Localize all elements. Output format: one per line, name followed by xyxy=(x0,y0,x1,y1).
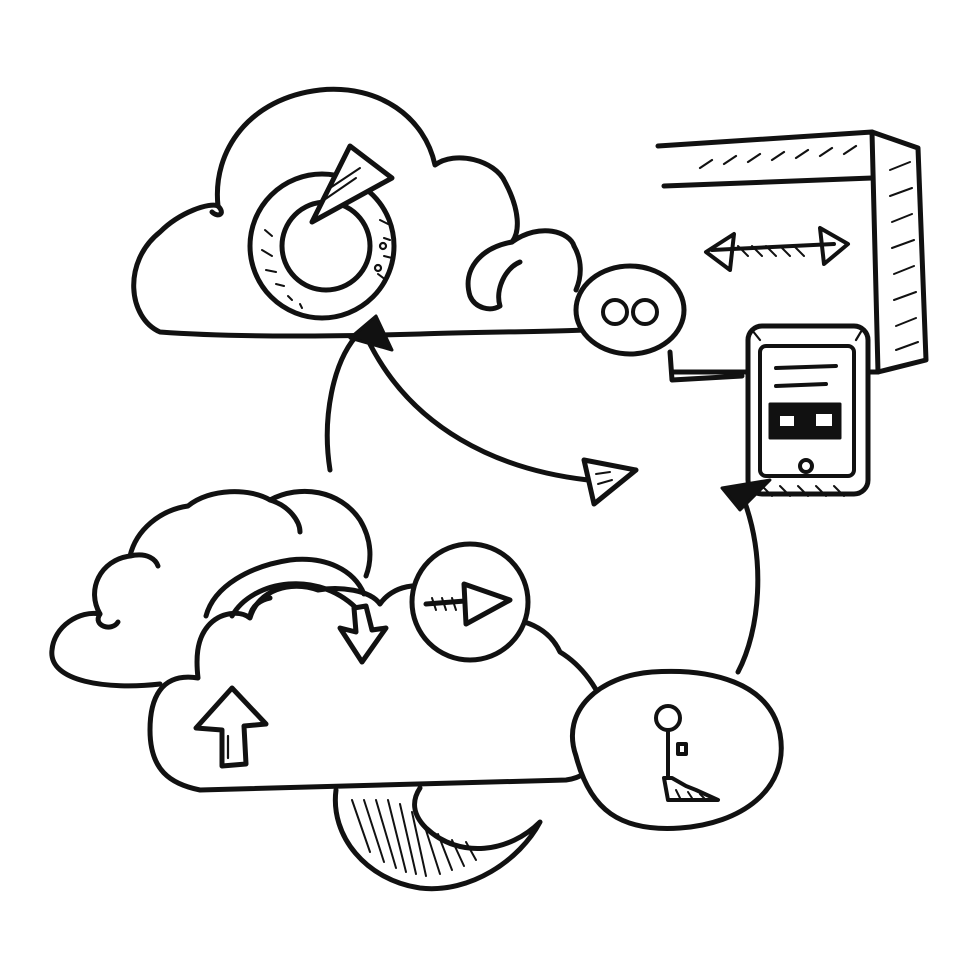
mid-arrowhead xyxy=(584,460,636,504)
left-arrow-curve xyxy=(366,336,588,480)
right-arrow-line xyxy=(738,500,758,672)
top-cloud-outline xyxy=(134,89,585,336)
right-arrow-icon xyxy=(412,544,528,660)
joystick-badge xyxy=(572,671,781,828)
top-cloud xyxy=(134,89,585,336)
swoosh xyxy=(335,788,540,889)
top-cloud-right-edge xyxy=(574,246,580,290)
front-cloud xyxy=(150,559,607,790)
smartphone-icon xyxy=(748,326,868,496)
left-arrow-line xyxy=(327,332,360,470)
